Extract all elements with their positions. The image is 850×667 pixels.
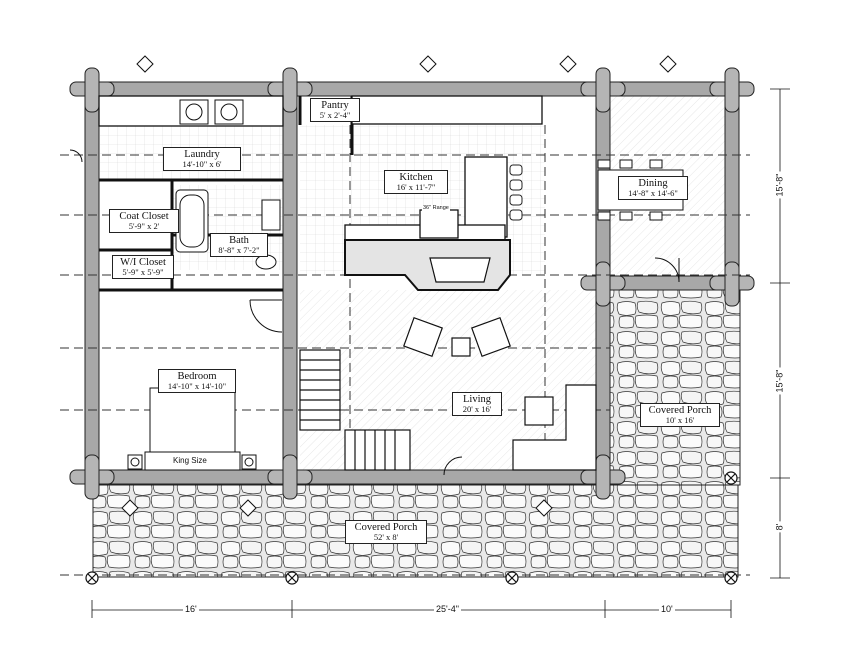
window-tags [121,55,677,517]
room-name: Living [463,394,491,405]
dimension-bottom-right: 10' [659,604,675,614]
kitchen-cabinets [98,95,543,244]
room-name: Bedroom [177,371,217,382]
stairs [299,349,411,471]
room-name: Kitchen [399,172,433,183]
room-size: 8'-8" x 7'-2" [218,245,260,256]
room-size: 5' x 2'-4" [319,110,351,121]
laundry-appliances [179,99,244,125]
room-label-bath: Bath 8'-8" x 7'-2" [210,233,268,257]
room-size: 16' x 11'-7" [396,182,436,193]
room-name: Dining [638,178,668,189]
side-porch-stone [604,289,741,486]
room-label-dining: Dining 14'-8" x 14'-6" [618,176,688,200]
king-bed [127,387,257,471]
room-size: 14'-8" x 14'-6" [628,188,678,199]
room-name: Covered Porch [354,522,418,533]
room-size: 14'-10" x 14'-10" [167,381,227,392]
dimension-right-middle: 15'-8" [774,367,785,395]
room-label-kitchen: Kitchen 16' x 11'-7" [384,170,448,194]
room-size: 20' x 16' [462,404,492,415]
bath-fixtures [175,189,281,270]
king-size-label: King Size [172,456,208,465]
room-label-coat-closet: Coat Closet 5'-9" x 2' [109,209,179,233]
room-name: Covered Porch [648,405,712,416]
room-size: 10' x 16' [665,415,695,426]
room-size: 14'-10" x 6' [182,159,222,170]
living-furniture [403,317,597,471]
room-name: Laundry [184,149,220,160]
room-label-covered-porch-side: Covered Porch 10' x 16' [640,403,720,427]
porch-posts [85,471,738,585]
room-label-bedroom: Bedroom 14'-10" x 14'-10" [158,369,236,393]
log-walls [84,81,741,485]
doors [69,149,680,476]
room-label-pantry: Pantry 5' x 2'-4" [310,98,360,122]
range-label: 36" Range [422,205,450,211]
room-name: Bath [229,235,249,246]
dimension-right-bottom: 8' [774,521,785,533]
room-size: 5'-9" x 2' [128,221,160,232]
room-label-wi-closet: W/I Closet 5'-9" x 5'-9" [112,255,174,279]
room-size: 52' x 8' [373,532,399,543]
room-label-covered-porch-front: Covered Porch 52' x 8' [345,520,427,544]
bar-stools [509,164,523,221]
log-crossings [69,67,755,500]
room-name: Pantry [321,100,349,111]
room-label-laundry: Laundry 14'-10" x 6' [163,147,241,171]
room-label-living: Living 20' x 16' [452,392,502,416]
dimension-bottom-left: 16' [183,604,199,614]
room-size: 5'-9" x 5'-9" [122,267,164,278]
dimension-right-top: 15'-8" [774,171,785,199]
dimension-bottom-middle: 25'-4" [434,604,461,614]
room-name: Coat Closet [119,211,169,222]
room-name: W/I Closet [120,257,166,268]
kitchen-island [344,239,511,291]
